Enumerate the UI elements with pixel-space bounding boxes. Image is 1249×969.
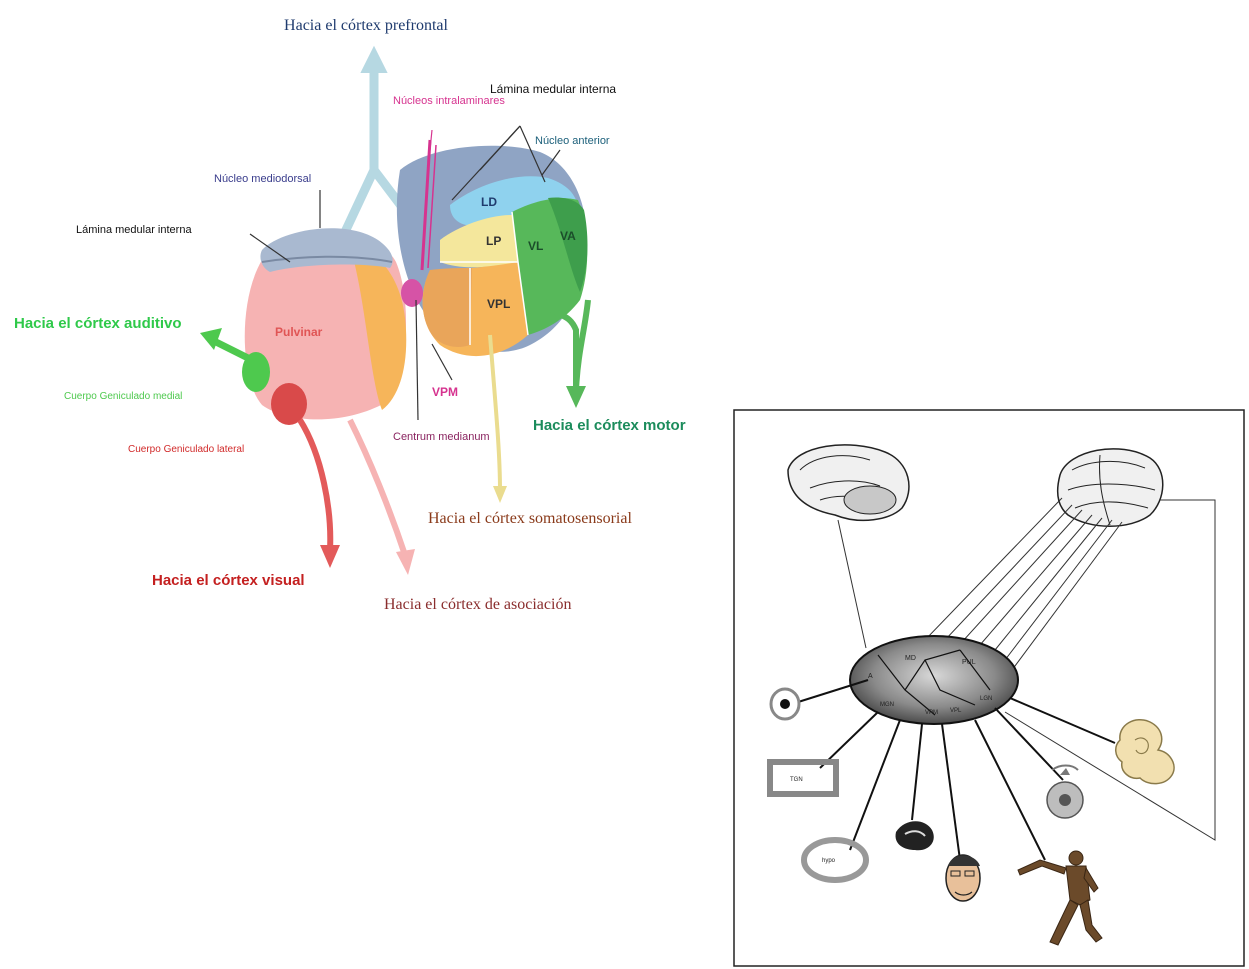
label-centrum: Centrum medianum <box>393 431 490 443</box>
association-arrow <box>350 420 415 575</box>
label-vl: VL <box>528 239 543 253</box>
label-va: VA <box>560 229 576 243</box>
label-intralaminar-line: Núcleos intralaminares <box>393 95 505 107</box>
label-visual: Hacia el córtex visual <box>152 572 305 589</box>
pulvinar-lobe <box>245 228 407 419</box>
label-medular-left: Lámina medular interna <box>76 224 192 236</box>
label-vpm-right: VPM <box>925 710 938 716</box>
eye-icon <box>771 689 799 719</box>
label-tgn: TGN <box>790 777 803 783</box>
somatosensory-arrow <box>490 335 507 503</box>
label-intralaminar: Núcleos intralaminares <box>393 95 505 107</box>
thalamic-projections-diagram: A MD PUL MGN VPM VPL LGN TGN <box>734 410 1244 966</box>
label-lgn: LGN <box>980 696 992 702</box>
label-a: A <box>868 673 873 680</box>
label-oval: hypo <box>822 858 836 864</box>
thalamus-body <box>397 140 588 356</box>
label-prefrontal: Hacia el córtex prefrontal <box>284 17 448 34</box>
label-pulvinar: Pulvinar <box>275 325 323 339</box>
label-lp: LP <box>486 234 501 248</box>
label-motor: Hacia el córtex motor <box>533 417 686 434</box>
label-pul: PUL <box>962 659 976 666</box>
label-medular-top: Lámina medular interna <box>490 82 616 96</box>
label-lateral-geniculate: Cuerpo Geniculado lateral <box>128 444 244 455</box>
label-ld: LD <box>481 195 497 209</box>
visual-arrow <box>300 420 340 568</box>
label-anterior: Núcleo anterior <box>535 135 610 147</box>
auditory-arrow <box>200 328 252 360</box>
thalamus-color-diagram: Hacia el córtex prefrontal Núcleos intra… <box>14 17 686 613</box>
label-auditory: Hacia el córtex auditivo <box>14 315 182 332</box>
prefrontal-arrow <box>345 48 402 232</box>
label-mediodorsal: Núcleo mediodorsal <box>214 173 311 185</box>
centrum-medianum-dot <box>401 279 423 307</box>
label-somatosensory: Hacia el córtex somatosensorial <box>428 510 632 527</box>
label-association: Hacia el córtex de asociación <box>384 596 571 613</box>
label-mgn: MGN <box>880 702 894 708</box>
lateral-geniculate-body <box>271 383 307 425</box>
label-vpl: VPL <box>487 297 510 311</box>
label-vpm: VPM <box>432 385 458 399</box>
face-icon <box>946 855 980 901</box>
label-medial-geniculate: Cuerpo Geniculado medial <box>64 391 182 402</box>
lateral-brain-icon <box>1058 449 1163 526</box>
label-md: MD <box>905 655 916 662</box>
thalamus-oval: A MD PUL MGN VPM VPL LGN <box>850 636 1018 724</box>
label-vpl-right: VPL <box>950 708 962 714</box>
